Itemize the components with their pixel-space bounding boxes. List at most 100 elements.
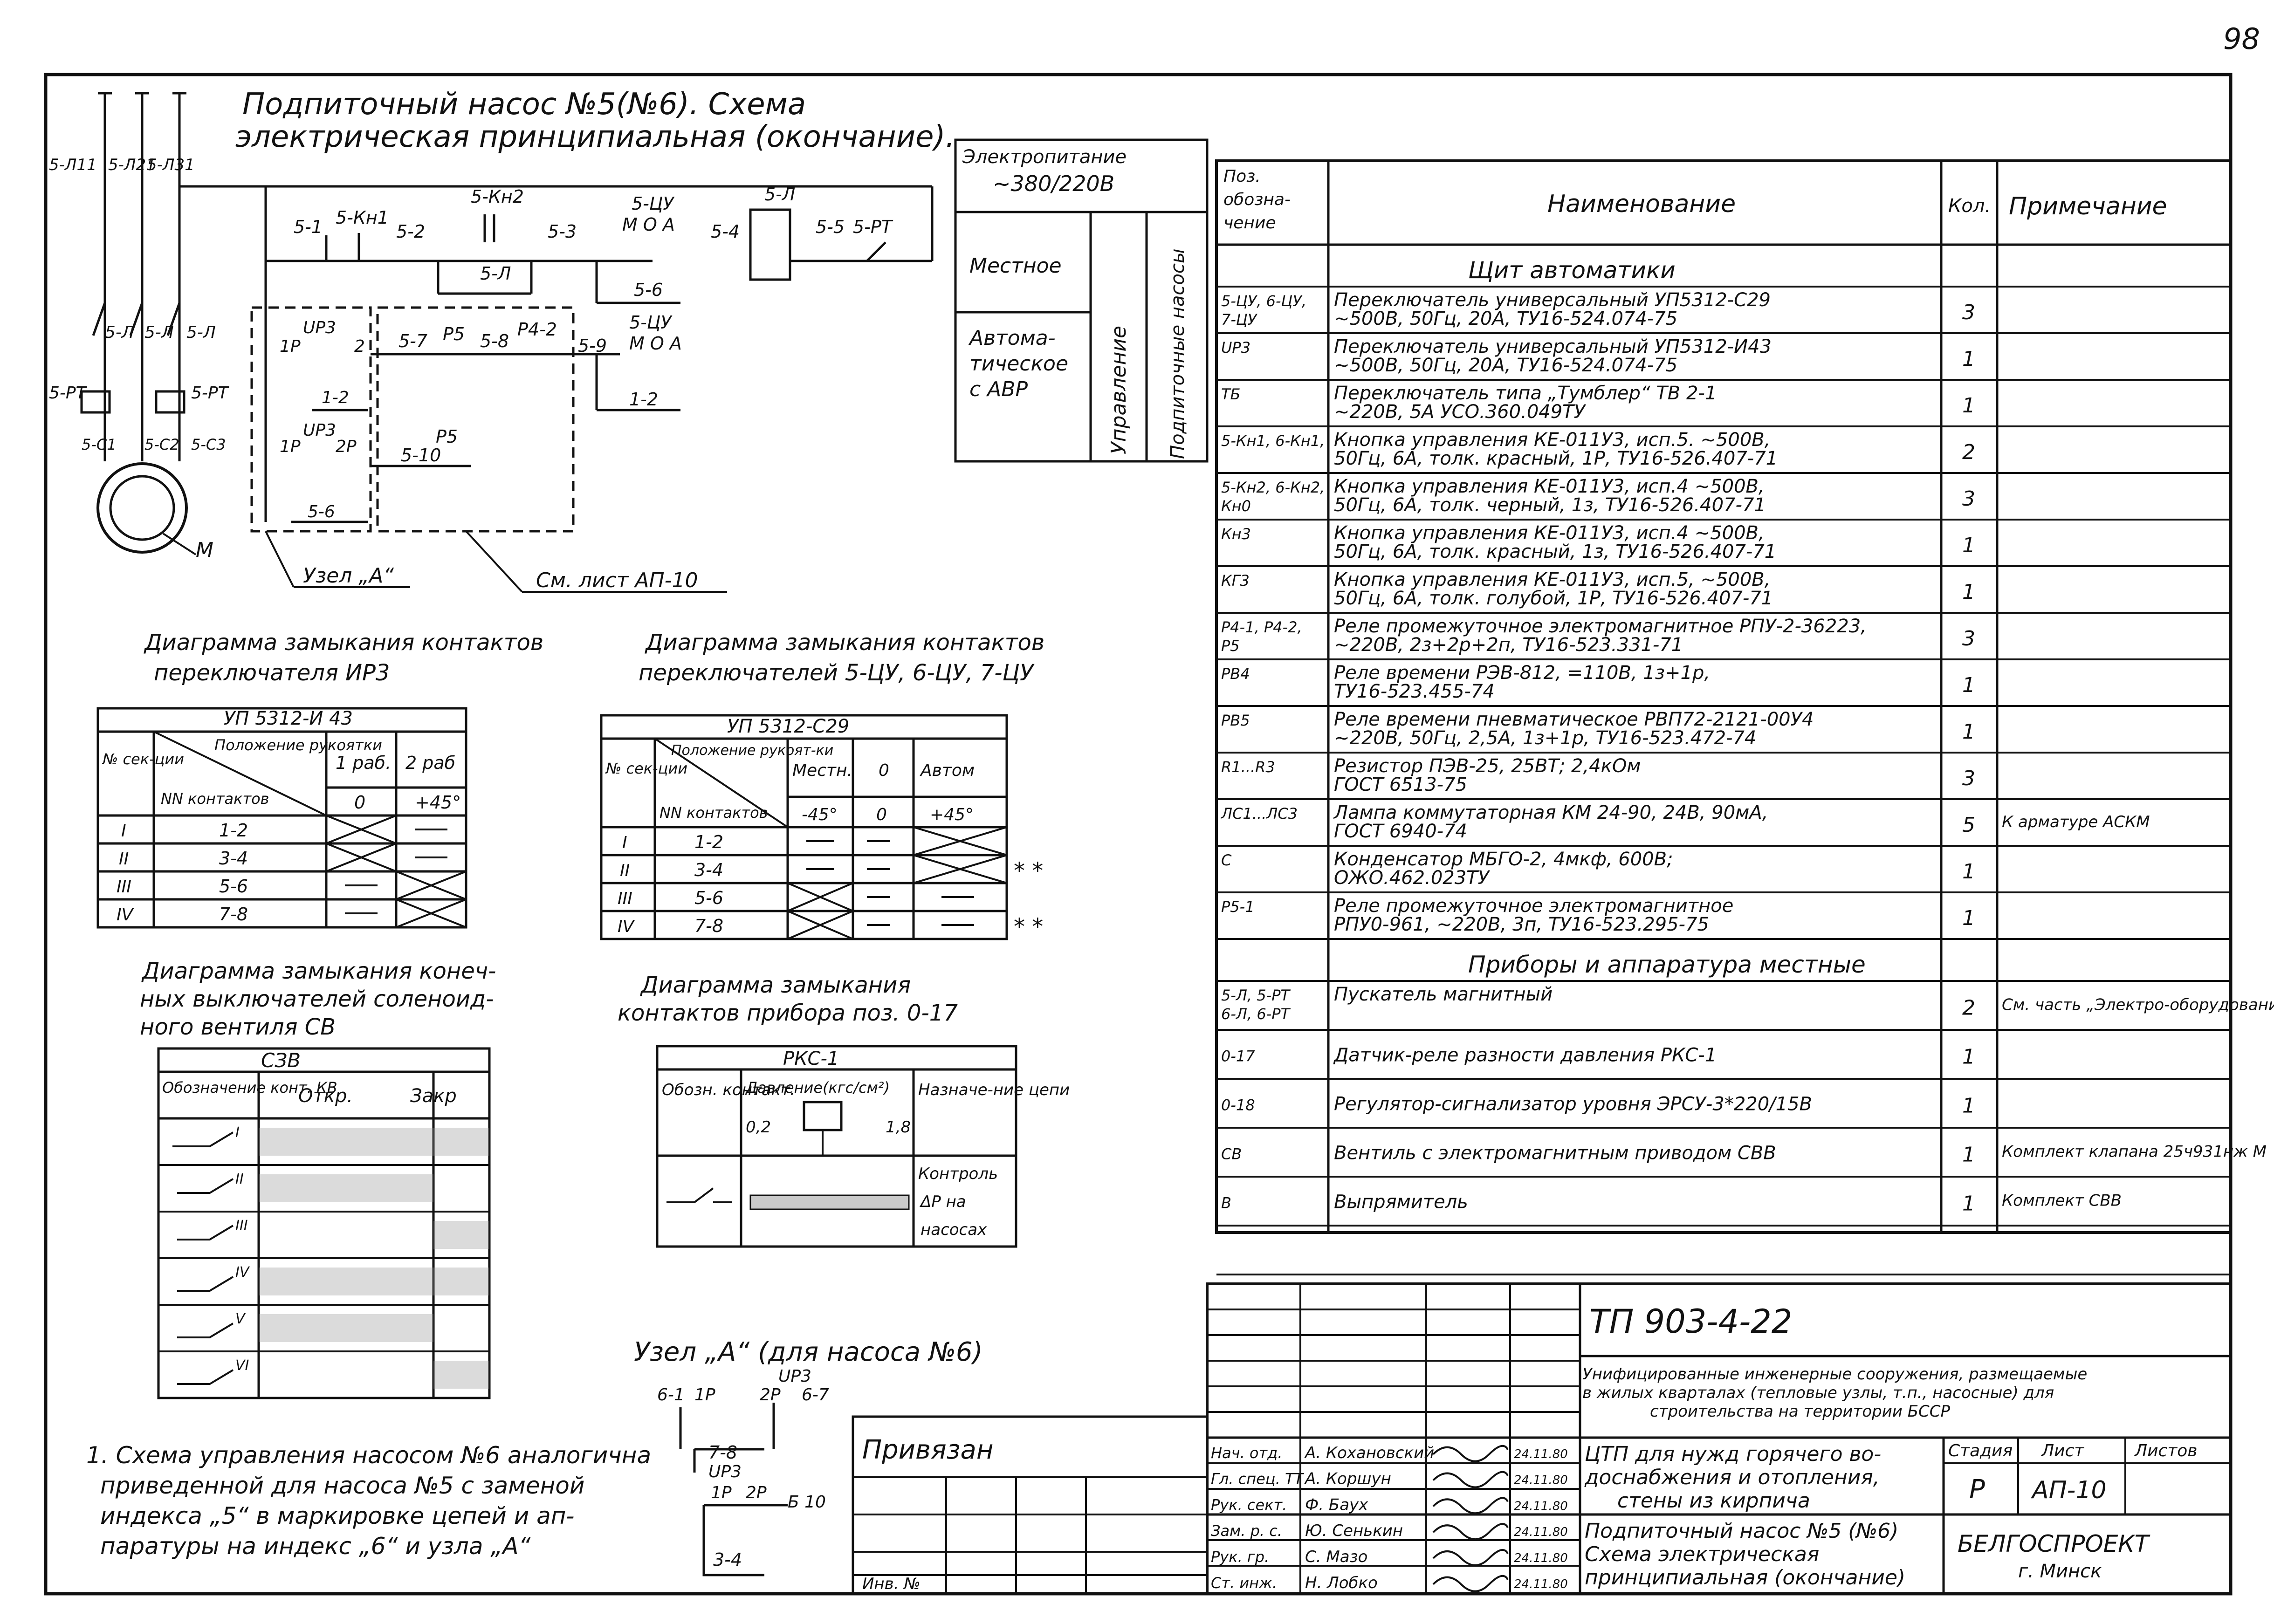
staff-name: А. Кохановский [1304,1444,1434,1462]
staff-role: Зам. р. с. [1211,1522,1282,1540]
staff-role: Нач. отд. [1211,1444,1282,1462]
tb-object-1: ЦТП для нужд горячего во- [1585,1442,1881,1466]
d2-col-1: Местн. [792,761,852,780]
see-sheet-label: См. лист АП-10 [536,569,698,592]
supply-auto-1: Автома- [968,326,1056,350]
spec-row-10-qty: 1 [1962,720,1975,744]
na-up3-2: UP3 [708,1462,742,1481]
diagram-1: Диаграмма замыкания контактов переключат… [96,630,543,929]
node-a-frame [250,306,372,533]
d4-purpose-2: ΔР на [919,1192,966,1211]
node-1p-2: 1Р [280,437,301,456]
d2-col-3: Автом [920,761,975,780]
spec-local-row-3-qty: 1 [1962,1094,1975,1118]
bus-label-2: 5-Л21 [108,156,156,174]
d1-row-1-contacts: 1-2 [219,820,248,841]
spec-row-11-qty: 3 [1962,767,1975,790]
spec-row-3-qty: 1 [1962,394,1975,418]
spec-row-5-pos: Кн0 [1221,497,1251,515]
spec-row-5-pos: 5-Кн2, 6-Кн2, [1221,479,1325,496]
d1-row-4-sec: IV [117,905,134,925]
bus-label-1: 5-Л11 [49,156,97,174]
tb-object-2: доснабжения и отопления, [1584,1466,1880,1489]
supply-pumps: Подпиточные насосы [1167,248,1189,459]
signature [1432,1471,1509,1488]
spec-row-14-pos: Р5-1 [1221,898,1255,916]
na-2p-1: 2Р [760,1385,781,1405]
bus-label-3: 5-Л31 [147,156,195,174]
spec-local-row-1-pos: 6-Л, 6-РТ [1221,1005,1291,1023]
supply-voltage: ~380/220В [993,171,1114,196]
spec-row-10-pos: РВ5 [1221,712,1250,729]
spec-row-1-qty: 3 [1962,301,1975,324]
supply-local: Местное [969,254,1062,278]
title-line-1: Подпиточный насос №5(№6). Схема [242,87,806,122]
spec-row-1-pos: 5-ЦУ, 6-ЦУ, [1221,292,1306,310]
staff-date: 24.11.80 [1514,1525,1568,1539]
signature [1432,1445,1509,1462]
spec-local-row-1-name: Пускатель магнитный [1334,984,1553,1005]
spec-row-4-pos: 5-Кн1, 6-Кн1, [1221,432,1325,450]
d4-purpose-1: Контроль [918,1165,998,1183]
node-p5-1: Р5 [443,324,465,344]
sheet-number: 98 [2223,22,2260,56]
d1-row-2-contacts: 3-4 [219,848,248,869]
node-5-5: 5-5 [816,217,845,237]
staff-name: Ю. Сенькин [1305,1521,1403,1540]
spec-h-note: Примечание [2009,192,2167,220]
d1-row-1-sec: I [121,822,126,841]
node-5-l-coil: 5-Л [764,184,795,205]
node-5-6-2: 5-6 [308,502,335,521]
signature [1432,1497,1509,1514]
staff-date: 24.11.80 [1514,1473,1568,1487]
tb-desc-1: Унифицированные инженерные сооружения, р… [1582,1365,2087,1384]
spec-row-5-name: 50Гц, 6А, толк. черный, 1з, ТУ16-526.407… [1334,494,1766,516]
na-3-4: 3-4 [713,1549,742,1570]
note-line-2: приведенной для насоса №5 с заменой [100,1472,584,1499]
spec-row-5-qty: 3 [1962,487,1975,511]
d2-title-2: переключателей 5-ЦУ, 6-ЦУ, 7-ЦУ [639,660,1035,686]
d4-h-contacts: Обозн. контакт. [662,1081,795,1099]
node-5-7: 5-7 [398,331,427,351]
spec-row-2-name: ~500В, 50Гц, 20А, ТУ16-524.074-75 [1334,355,1677,376]
spec-local-row-5-pos: В [1221,1194,1231,1212]
node-5-kn1: 5-Кн1 [336,207,389,228]
spec-local-row-4-name: Вентиль с электромагнитным приводом СВВ [1334,1143,1776,1164]
d1-angle-1: 0 [354,792,365,813]
d2-angle-3: +45° [930,805,974,824]
spec-row-3-name: Переключатель типа „Тумблер“ ТВ 2-1 [1334,383,1717,404]
spec-h-pos-1: Поз. [1223,167,1261,186]
note-block: 1. Схема управления насосом №6 аналогичн… [86,1442,651,1560]
d3-title-3: ного вентиля СВ [140,1014,336,1040]
d4-header: РКС-1 [783,1048,839,1069]
node-1-2-a: 1-2 [629,389,658,410]
node-a-label: Узел „А“ [303,564,394,588]
spec-h-qty: Кол. [1948,195,1991,217]
na-1p-2: 1Р [711,1483,732,1502]
spec-row-5-name: Кнопка управления КЕ-011У3, исп.4 ~500В, [1334,476,1765,497]
d2-angle-1: -45° [802,805,838,824]
title-line-2: электрическая принципиальная (окончание)… [235,120,955,154]
spec-row-4-name: Кнопка управления КЕ-011У3, исп.5. ~500В… [1334,429,1770,451]
relay-label-1: 5-РТ [49,384,88,403]
spec-h-name: Наименование [1547,190,1736,218]
d1-col-1: 1 раб. [336,753,391,773]
schematic: 5-Л11 5-Л21 5-Л31 5-Л 5-Л 5-Л 5-РТ 5-РТ … [49,92,934,593]
d3-col-2: Закр [410,1085,457,1107]
node-5-rt: 5-РТ [853,217,893,237]
terminal-label-3: 5-С3 [191,436,226,453]
d3-h-contacts: Обозначение конт. КВ [162,1079,337,1096]
note-line-1: 1. Схема управления насосом №6 аналогичн… [86,1442,651,1469]
spec-row-2-pos: UP3 [1221,339,1250,356]
d2-row-3-contacts: 5-6 [694,888,723,908]
tb-city: г. Минск [2018,1561,2102,1582]
d2-h-pos: Положение рукоят-ки [671,742,833,759]
d2-row-2-contacts: 3-4 [694,860,723,880]
d1-model: УП 5312-И 43 [224,708,353,729]
spec-row-11-name: Резистор ПЭВ-25, 25ВТ; 2,4кОм [1334,755,1641,777]
node-5-6-1: 5-6 [634,280,663,300]
d4-p-high: 1,8 [886,1118,911,1137]
staff-role: Ст. инж. [1211,1574,1277,1592]
